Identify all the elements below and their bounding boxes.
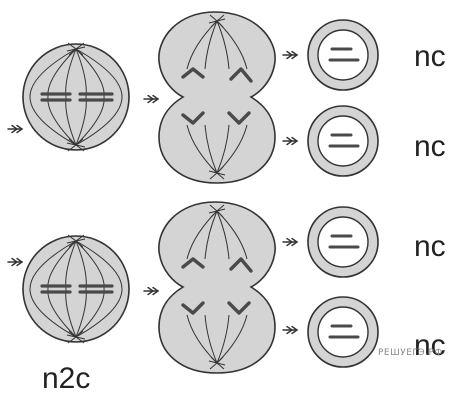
metaphase-cell-top [21,41,131,153]
arrow-to-daughter-4 [282,325,298,335]
daughter-label-3: nc [414,230,446,263]
anaphase-cell-top [157,10,277,185]
arrow-to-daughter-2 [282,136,298,146]
arrow-into-top-metaphase [7,124,23,134]
anaphase-cell-bottom [157,200,277,375]
arrow-into-bottom-metaphase [7,257,23,267]
arrow-to-daughter-3 [282,237,298,247]
daughter-cell-2 [306,104,380,178]
daughter-cell-4 [306,295,380,369]
arrow-to-daughter-1 [282,50,298,60]
daughter-label-4: nc [414,329,446,362]
daughter-cell-1 [306,18,380,92]
daughter-cell-3 [306,205,380,279]
arrow-top-metaphase-to-anaphase [143,94,159,104]
mother-cell-label: n2c [42,362,90,395]
daughter-label-2: nc [414,130,446,163]
watermark: РЕШУЕГЭ.РФ [378,348,443,358]
arrow-bottom-metaphase-to-anaphase [143,286,159,296]
daughter-label-1: nc [414,40,446,73]
metaphase-cell-bottom [21,233,131,345]
